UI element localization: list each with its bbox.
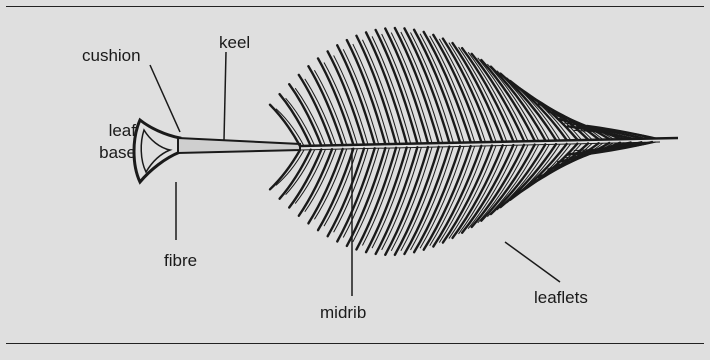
label-cushion: cushion [82,47,141,65]
pointer-keel [224,52,226,140]
leaflet-upper [453,43,503,141]
label-fibre: fibre [164,252,197,270]
label-leaflets: leaflets [534,289,588,307]
label-midrib: midrib [320,304,366,322]
label-base: base [94,144,136,162]
leaflet-upper [308,66,342,145]
pointer-cushion [150,65,180,132]
leaflet-lower [308,149,342,223]
leaflet-upper [318,58,353,144]
pointer-leaflets [505,242,560,282]
petiole [178,138,300,153]
label-leaf: leaf [100,122,136,140]
leaflet-lower [299,149,332,215]
label-keel: keel [219,34,250,52]
leaflet-lower [443,146,492,243]
leaflet-upper-edge [324,62,357,144]
leaflet-upper [299,75,332,145]
